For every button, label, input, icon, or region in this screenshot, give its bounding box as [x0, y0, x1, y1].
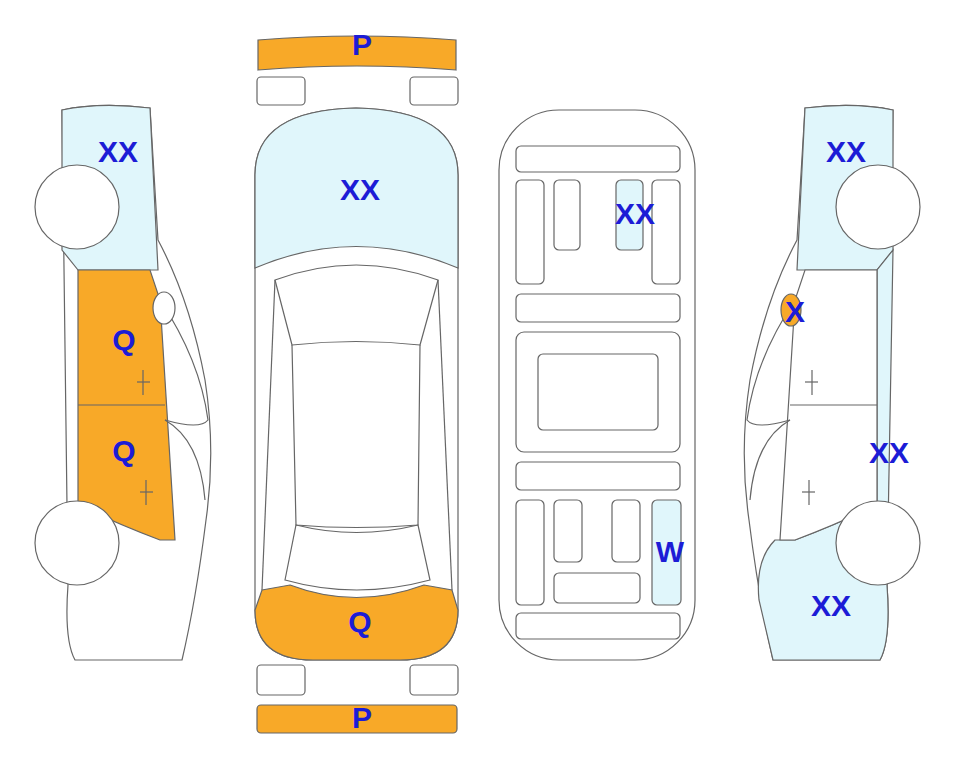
damage-code: XX: [340, 175, 380, 205]
damage-code: XX: [615, 199, 655, 229]
damage-code: Q: [112, 436, 135, 466]
damage-code: P: [352, 30, 372, 60]
damage-code: XX: [811, 591, 851, 621]
damage-code: XX: [869, 438, 909, 468]
left-side-view: [35, 105, 211, 660]
damage-code: Q: [348, 607, 371, 637]
right-side-view: [744, 105, 920, 660]
damage-code: XX: [98, 137, 138, 167]
underside-view: [499, 110, 695, 660]
damage-code: XX: [826, 137, 866, 167]
damage-code: X: [785, 297, 805, 327]
damage-code: Q: [112, 325, 135, 355]
damage-code: P: [352, 703, 372, 733]
damage-code: W: [656, 537, 684, 567]
top-view: [255, 36, 458, 733]
